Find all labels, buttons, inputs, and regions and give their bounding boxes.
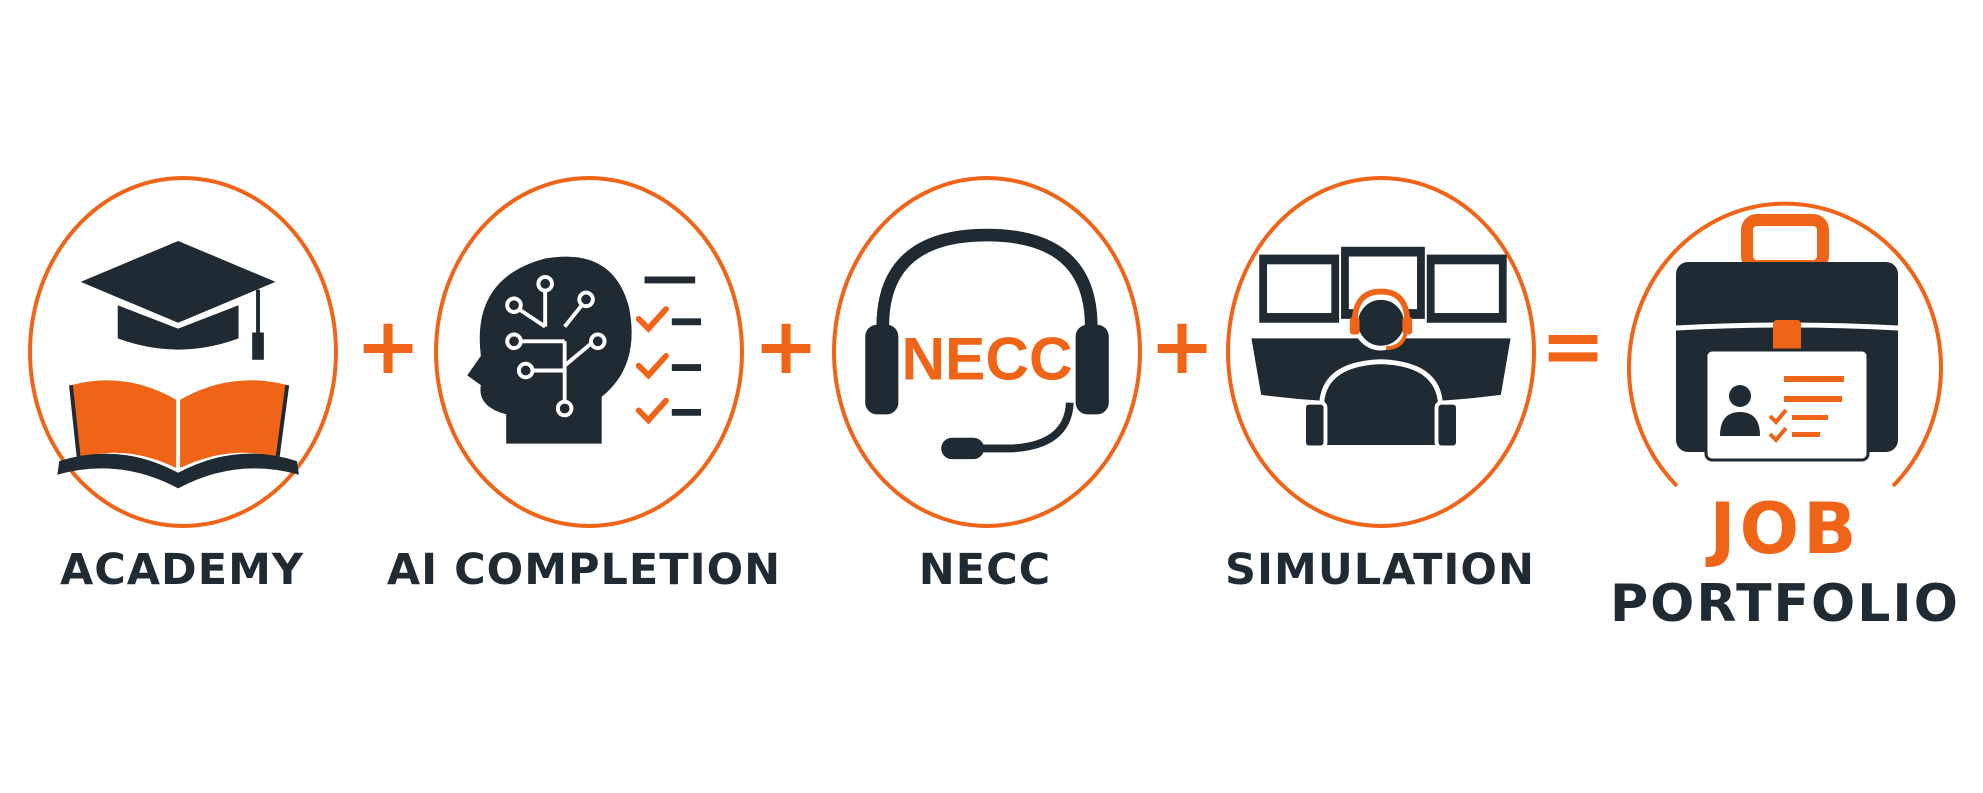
academy-label: ACADEMY [59, 545, 305, 595]
headset-icon: NECC [865, 228, 1109, 460]
portfolio-title: PORTFOLIO [1610, 574, 1960, 634]
simulation-ring [1226, 176, 1536, 528]
necc-ring: NECC [832, 176, 1142, 528]
graduation-cap-book-icon [57, 240, 299, 489]
job-title: JOB [1709, 488, 1861, 570]
plus-operator-2: + [753, 302, 819, 392]
operator-monitors-icon [1251, 246, 1511, 450]
ai-completion-ring [434, 176, 744, 528]
equals-operator: = [1540, 302, 1606, 392]
briefcase-portfolio-icon [1675, 214, 1899, 462]
ai-head-checklist-icon [467, 256, 702, 444]
academy-ring [28, 176, 338, 528]
necc-label: NECC [918, 545, 1052, 595]
portfolio-ring-arc [1627, 201, 1943, 488]
necc-icon-text: NECC [901, 324, 1072, 392]
plus-operator-3: + [1149, 302, 1215, 392]
simulation-label: SIMULATION [1225, 545, 1535, 595]
ai-completion-label: AI COMPLETION [386, 545, 782, 595]
plus-operator-1: + [355, 302, 421, 392]
